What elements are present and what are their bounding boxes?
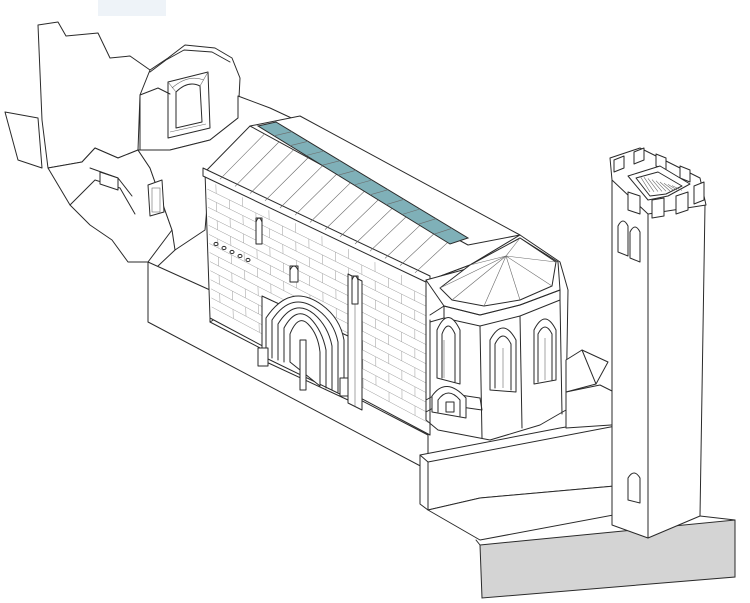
masonry-course — [207, 206, 429, 318]
tower-stair-hatch — [663, 182, 675, 192]
skylight-mullion — [433, 228, 453, 235]
corbel-holes — [213, 241, 251, 263]
skylight-mullion — [401, 208, 421, 215]
skylight-mullion — [369, 189, 389, 196]
masonry-course — [208, 234, 429, 346]
masonry-course — [208, 225, 429, 337]
tower-stair-hatch — [671, 185, 683, 191]
apse-roof-rib — [439, 255, 507, 289]
apse-roof-rib — [469, 255, 507, 266]
masonry-course — [207, 188, 429, 298]
skylight-mullion — [273, 131, 293, 137]
apse — [425, 234, 569, 441]
forecourt-wall — [419, 349, 641, 541]
roof-rib — [234, 141, 280, 187]
roof-rib — [384, 220, 425, 259]
apse-roof-rib — [505, 255, 521, 301]
masonry-course — [207, 197, 429, 308]
roof-rib — [399, 228, 440, 266]
tower-stair-hatch — [659, 181, 671, 192]
skylight-mullion — [385, 199, 405, 205]
roof-rib — [264, 157, 309, 202]
skylight-mullion — [305, 150, 325, 156]
roof-rib — [354, 205, 396, 245]
tower-battlements — [613, 147, 705, 219]
nave-windows — [255, 217, 359, 305]
top-tab — [98, 0, 166, 16]
skylight-mullion — [337, 170, 357, 176]
roof-rib — [279, 165, 323, 209]
tower-stair-hatch — [667, 184, 679, 191]
roof-rib — [249, 149, 294, 194]
roof-rib — [369, 213, 411, 252]
roof-rib — [294, 173, 338, 216]
apse-roof-rib — [505, 255, 553, 287]
roof-rib — [414, 236, 454, 274]
skylight-mullion — [353, 179, 373, 186]
apse-roof-rib — [451, 255, 507, 301]
romanesque-portal — [257, 295, 351, 401]
tower-stair-hatch — [639, 175, 651, 193]
skylight-mullion — [289, 141, 309, 146]
bell-tower — [609, 147, 707, 539]
roof-rib — [309, 181, 352, 223]
tower-stair-hatch — [647, 178, 659, 192]
tower-stair-hatch — [655, 180, 667, 192]
roof-rib — [339, 197, 382, 238]
tower-stair-hatch — [643, 177, 655, 192]
skylight-mullion — [417, 218, 437, 225]
masonry-course — [208, 216, 429, 327]
skylight-mullions — [273, 131, 453, 235]
roof-rib — [219, 133, 265, 180]
apse-roof-rib — [483, 255, 507, 307]
apse-roof-rib — [505, 255, 557, 263]
masonry-course — [209, 243, 429, 356]
roof-rib — [324, 189, 367, 230]
tower-stair-hatch — [651, 179, 663, 192]
apse-roof-rib — [505, 237, 521, 257]
skylight-mullion — [321, 160, 341, 166]
